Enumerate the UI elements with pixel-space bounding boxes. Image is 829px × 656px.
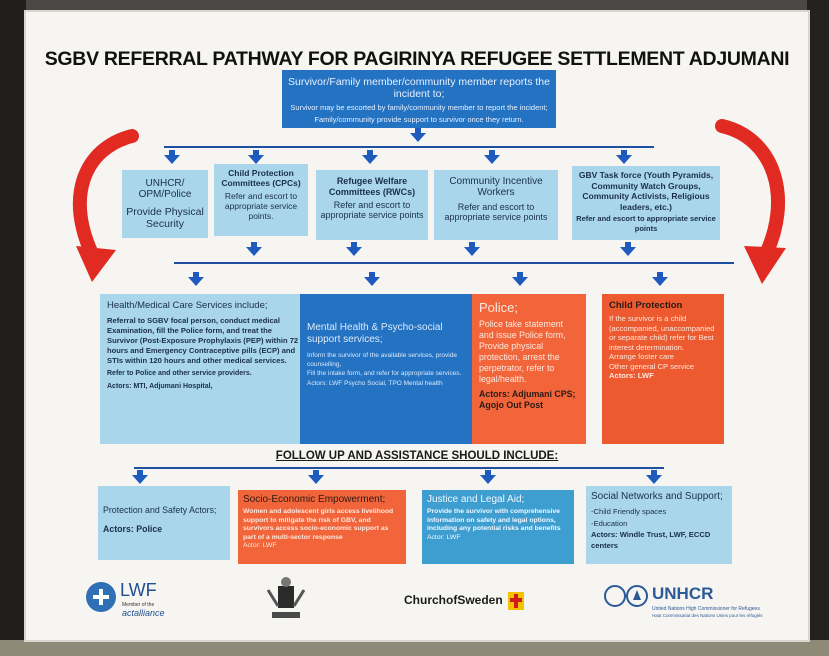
health-text-2: Refer to Police and other service provid… — [107, 370, 252, 377]
down-arrow-icon — [164, 150, 180, 164]
down-arrow-icon — [362, 150, 378, 164]
down-arrow-icon — [652, 272, 668, 286]
left-post — [0, 0, 26, 656]
uganda-coat-of-arms-icon — [266, 577, 306, 618]
unhcr-sub-1: United Nations High Commissioner for Ref… — [652, 606, 760, 612]
connector-line-1 — [164, 146, 654, 148]
follow-up-heading: FOLLOW UP AND ASSISTANCE SHOULD INCLUDE: — [275, 450, 559, 462]
mental-text-2: Fill the intake form, and refer for appr… — [307, 370, 462, 377]
row1-box-4-heading: Community Incentive Workers — [449, 176, 543, 198]
down-arrow-icon — [512, 272, 528, 286]
socio-heading: Socio-Economic Empowerment; — [243, 494, 386, 505]
child-text-3: Other general CP service — [609, 361, 695, 371]
un-emblem-icon — [604, 585, 648, 607]
row1-box-3-heading: Refugee Welfare Committees (RWCs) — [328, 176, 416, 197]
unhcr-logo: UNHCR United Nations High Commissioner f… — [604, 582, 804, 628]
church-of-sweden-logo: ChurchofSweden — [404, 592, 525, 610]
lwf-name: LWF — [120, 580, 157, 600]
row1-box-5-text: Refer and escort to appropriate service … — [576, 214, 716, 233]
row1-box-5: GBV Task force (Youth Pyramids, Communit… — [572, 166, 720, 240]
row1-box-2-heading: Child Protection Committees (CPCs) — [221, 168, 301, 188]
right-red-arrow-icon — [715, 119, 786, 284]
mental-health-box: Mental Health & Psycho-social support se… — [300, 294, 476, 444]
justice-legal-box: Justice and Legal Aid; Provide the survi… — [422, 490, 574, 564]
unhcr-sub-2: Haut Commissariat des Nations Unies pour… — [652, 613, 763, 618]
down-arrow-icon — [132, 470, 148, 484]
lwf-emblem-icon — [86, 582, 116, 612]
left-red-arrow-icon — [72, 129, 139, 282]
report-sub-1: Survivor may be escorted by family/commu… — [290, 103, 548, 112]
row1-box-3-text: Refer and escort to appropriate service … — [320, 200, 424, 220]
row1-box-5-heading: GBV Task force (Youth Pyramids, Communit… — [578, 170, 714, 212]
police-heading: Police; — [479, 300, 519, 315]
police-text-1: Police take statement and issue Police f… — [479, 319, 566, 384]
child-text-2: Arrange foster care — [609, 352, 674, 361]
police-text-2: Actors: Adjumani CPS; Agojo Out Post — [479, 389, 576, 410]
social-text-1: -Child Friendly spaces — [591, 507, 667, 516]
down-arrow-icon — [616, 150, 632, 164]
row1-box-2-text: Refer and escort to appropriate service … — [224, 191, 298, 221]
ground — [0, 640, 829, 656]
down-arrow-icon — [308, 470, 324, 484]
child-text-4: Actors: LWF — [609, 371, 654, 380]
down-arrow-icon — [620, 242, 636, 256]
mental-text-3: Actors: LWF Psycho Social, TPO Mental he… — [307, 379, 443, 387]
report-heading: Survivor/Family member/community member … — [288, 76, 550, 100]
justice-text: Provide the survivor with comprehensive … — [427, 508, 561, 532]
church-name: ChurchofSweden — [404, 593, 503, 608]
child-heading: Child Protection — [609, 300, 683, 311]
social-networks-box: Social Networks and Support; -Child Frie… — [586, 486, 732, 564]
child-protection-box: Child Protection If the survivor is a ch… — [602, 294, 724, 444]
protection-heading: Protection and Safety Actors; — [103, 505, 217, 515]
protection-safety-box: Protection and Safety Actors; Actors: Po… — [98, 486, 230, 560]
health-text-3: Actors: MTI, Adjumani Hospital, — [107, 382, 213, 390]
lwf-sub-1: Member of the — [122, 602, 155, 608]
row1-box-2: Child Protection Committees (CPCs) Refer… — [214, 164, 308, 236]
row1-box-4-text: Refer and escort to appropriate service … — [444, 202, 548, 222]
justice-heading: Justice and Legal Aid; — [427, 494, 525, 505]
health-heading: Health/Medical Care Services include; — [107, 300, 268, 311]
connector-line-3 — [134, 467, 664, 469]
right-post — [807, 0, 829, 656]
row1-box-1-text: Provide Physical Security — [126, 206, 204, 230]
socio-actor: Actor: LWF — [243, 542, 277, 549]
down-arrow-icon — [410, 128, 426, 142]
signboard: SGBV REFERRAL PATHWAY FOR PAGIRINYA REFU… — [24, 10, 810, 642]
row1-box-1-heading: UNHCR/ OPM/Police — [138, 178, 192, 200]
police-box: Police; Police take statement and issue … — [472, 294, 586, 444]
health-text-1: Referral to SGBV focal person, conduct m… — [107, 316, 299, 365]
down-arrow-icon — [484, 150, 500, 164]
child-text-1: If the survivor is a child (accompanied,… — [609, 314, 715, 352]
socio-text: Women and adolescent girls access liveli… — [243, 508, 394, 541]
connector-line-2 — [174, 262, 734, 264]
report-sub-2: Family/community provide support to surv… — [314, 115, 524, 124]
row1-box-4: Community Incentive Workers Refer and es… — [434, 170, 558, 240]
down-arrow-icon — [346, 242, 362, 256]
report-box: Survivor/Family member/community member … — [282, 70, 556, 128]
mental-heading: Mental Health & Psycho-social support se… — [307, 322, 443, 345]
social-heading: Social Networks and Support; — [591, 491, 723, 502]
mental-text-1: Inform the survivor of the available ser… — [307, 352, 457, 368]
down-arrow-icon — [364, 272, 380, 286]
down-arrow-icon — [248, 150, 264, 164]
row1-box-3: Refugee Welfare Committees (RWCs) Refer … — [316, 170, 428, 240]
socio-economic-box: Socio-Economic Empowerment; Women and ad… — [238, 490, 406, 564]
social-text-2: -Education — [591, 518, 628, 528]
justice-actor: Actor: LWF — [427, 533, 461, 541]
down-arrow-icon — [646, 470, 662, 484]
lwf-sub-2: actalliance — [122, 608, 165, 618]
row1-box-1: UNHCR/ OPM/Police Provide Physical Secur… — [122, 170, 208, 238]
health-services-box: Health/Medical Care Services include; Re… — [100, 294, 306, 444]
church-cross-icon — [508, 592, 525, 610]
unhcr-name: UNHCR — [652, 584, 714, 603]
lwf-logo: LWF Member of the actalliance — [84, 576, 204, 626]
down-arrow-icon — [188, 272, 204, 286]
down-arrow-icon — [464, 242, 480, 256]
down-arrow-icon — [246, 242, 262, 256]
social-actor: Actors: Windle Trust, LWF, ECCD centers — [591, 530, 711, 550]
down-arrow-icon — [480, 470, 496, 484]
protection-text: Actors: Police — [103, 524, 163, 534]
